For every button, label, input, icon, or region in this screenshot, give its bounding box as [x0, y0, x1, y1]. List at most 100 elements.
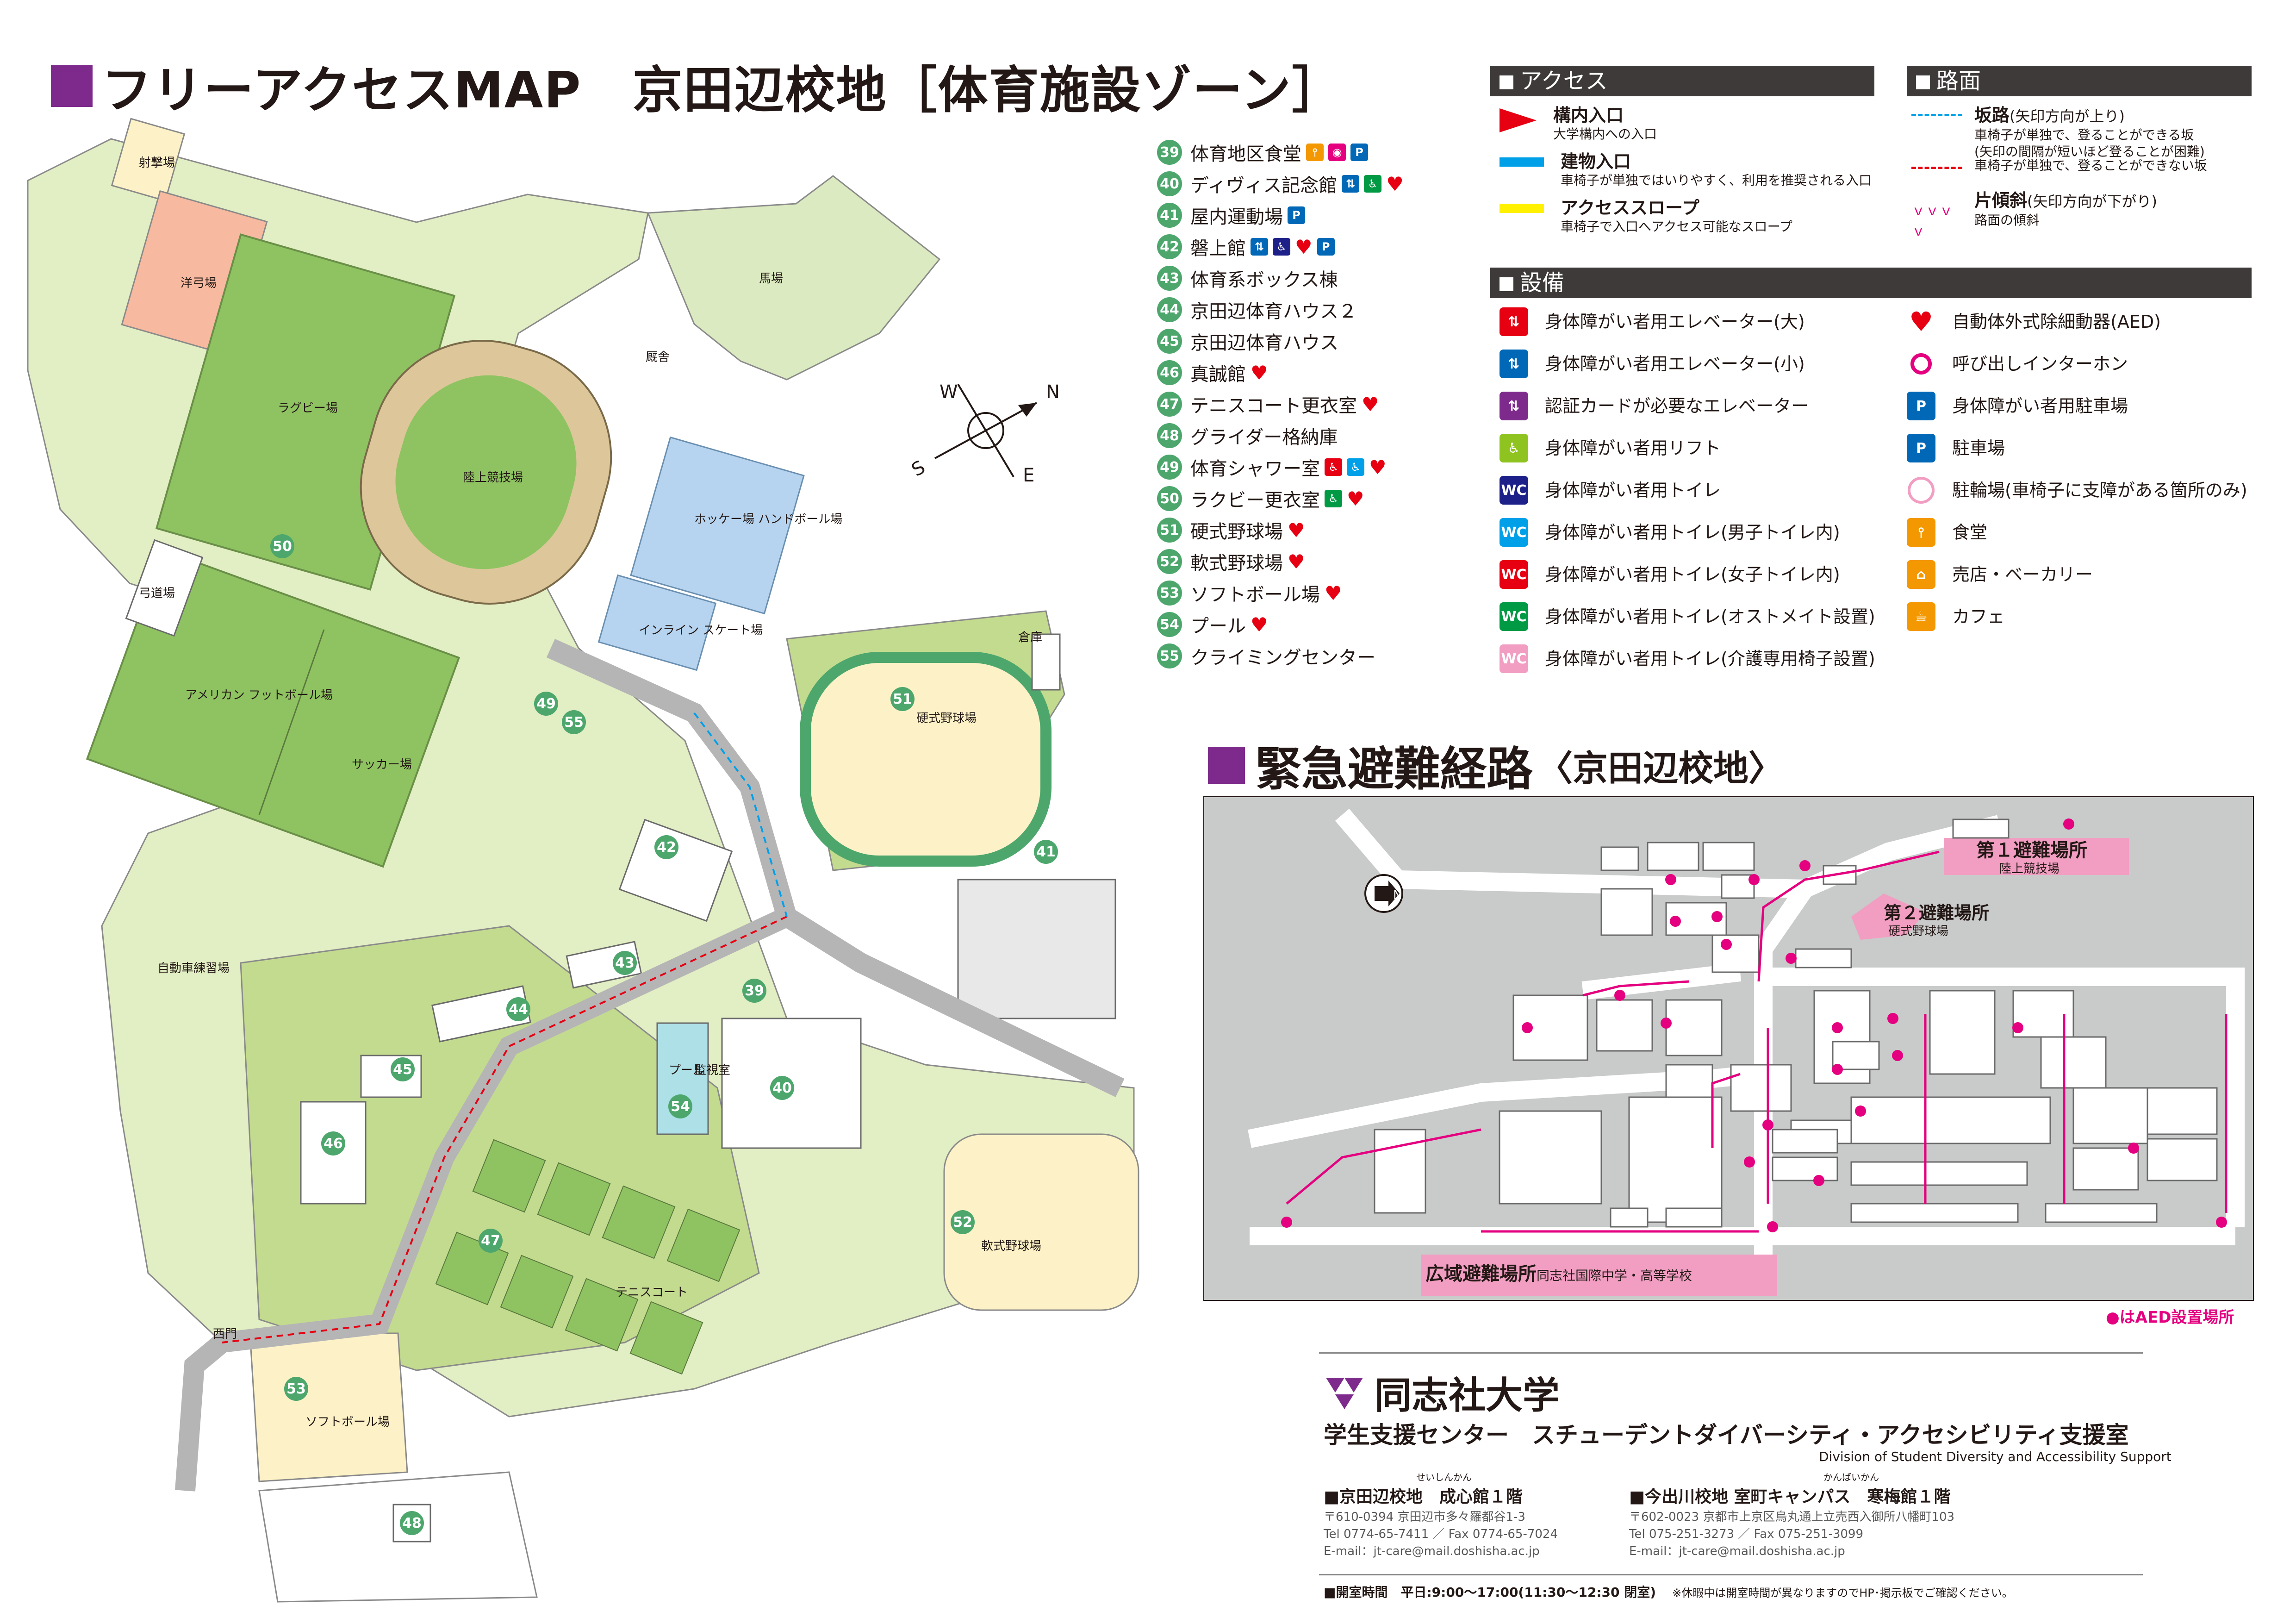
- kyotanabe-email[interactable]: E-mail：jt-care@mail.doshisha.ac.jp: [1324, 1544, 1540, 1558]
- building-name: ラクビー更衣室: [1190, 490, 1320, 511]
- svg-text:53: 53: [286, 1381, 306, 1397]
- building-42: [618, 818, 733, 922]
- evac-title-marker: [1208, 746, 1245, 784]
- svg-text:E: E: [1023, 465, 1034, 486]
- svg-text:N: N: [1393, 888, 1402, 902]
- imadegawa-heading: ■今出川校地 室町キャンパス 寒梅館１階: [1629, 1487, 1951, 1506]
- road-legend-label-suffix: (矢印方向が上り): [2010, 107, 2125, 125]
- aed-icon: ♥: [1295, 235, 1313, 258]
- building-list-item: 41 屋内運動場 P: [1157, 202, 1305, 229]
- building-number-badge: 41: [1157, 203, 1182, 228]
- aed-icon: ♥: [1251, 613, 1268, 636]
- accessible-parking-icon: P: [1350, 144, 1368, 161]
- building-number-badge: 39: [1157, 140, 1182, 165]
- aed-heart-icon: ♥: [1909, 306, 1933, 337]
- building-name: 磐上館: [1190, 238, 1246, 259]
- equipment-legend-item: ⇅身体障がい者用エレベーター(大): [1500, 307, 1805, 336]
- equipment-legend-item: ⌂売店・ベーカリー: [1907, 560, 2093, 589]
- evac-subtitle: 〈京田辺校地〉: [1537, 747, 1784, 789]
- main-title-bar: フリーアクセスMAP 京田辺校地［体育施設ゾーン］: [51, 50, 1343, 122]
- equipment-legend-item: ⇅身体障がい者用エレベーター(小): [1500, 350, 1805, 378]
- equipment-legend-item: 呼び出しインターホン: [1907, 350, 2128, 378]
- svg-text:46: 46: [324, 1136, 343, 1152]
- road-legend-item: 車椅子が単独で、登ることができない坂: [1911, 157, 2207, 174]
- equipment-legend-item: ♿身体障がい者用リフト: [1500, 434, 1721, 462]
- label-hard-baseball: 硬式野球場: [916, 712, 977, 725]
- kyotanabe-contact: せいしんかん ■京田辺校地 成心館１階 〒610-0394 京田辺市多々羅都谷1…: [1324, 1470, 1703, 1559]
- campus-map: 射撃場 洋弓場 ラグビー場 陸上競技場 馬場 厩舎 ホッケー場 ハンドボール場 …: [27, 118, 1139, 1603]
- svg-text:51: 51: [893, 691, 912, 707]
- kyotanabe-ruby: せいしんかん: [1416, 1472, 1472, 1483]
- accessible-parking-icon: P: [1317, 238, 1335, 256]
- cross-slope-mark-icon: ｖｖｖｖ: [1911, 203, 1953, 239]
- road-legend-desc: (矢印の間隔が短いほど登ることが困難): [1974, 144, 2205, 159]
- doshisha-logo-icon: [1326, 1378, 1363, 1409]
- evac-routes: [1286, 850, 2228, 1233]
- office-hours-note: ※休暇中は開室時間が異なりますのでHP･掲示板でご確認ください。: [1672, 1587, 2013, 1599]
- building-name: 真誠館: [1190, 364, 1246, 385]
- toilet-men-icon: ♿: [1347, 458, 1364, 476]
- road-legend-desc: 車椅子が単独で、登ることができない坂: [1974, 158, 2207, 173]
- building-name: ソフトボール場: [1190, 584, 1320, 606]
- compass: N S E W: [908, 381, 1060, 486]
- equipment-legend-item: ⇅認証カードが必要なエレベーター: [1500, 392, 1809, 420]
- building-number-badge: 55: [1157, 643, 1182, 668]
- kyotanabe-address: 〒610-0394 京田辺市多々羅都谷1-3: [1324, 1510, 1525, 1524]
- road-header: 路面: [1907, 66, 2252, 96]
- label-stable: 厩舎: [646, 350, 670, 364]
- equipment-legend-item: ☕カフェ: [1907, 602, 2005, 631]
- equipment-legend-label: 身体障がい者用エレベーター(小): [1545, 354, 1805, 374]
- building-name: 体育地区食堂: [1190, 144, 1301, 165]
- aed-icon: ♥: [1288, 518, 1305, 542]
- aed-icon: ♥: [1325, 581, 1342, 605]
- accessible-parking-icon: P: [1288, 206, 1305, 224]
- imadegawa-email[interactable]: E-mail：jt-care@mail.doshisha.ac.jp: [1629, 1544, 1845, 1558]
- university-logo: 同志社大学: [1324, 1366, 1560, 1419]
- equipment-legend-label: 身体障がい者用駐車場: [1952, 396, 2128, 416]
- elevator-small-icon: ⇅: [1342, 175, 1360, 193]
- aed-icon: ♥: [1369, 456, 1387, 479]
- svg-text:47: 47: [481, 1233, 500, 1249]
- building-number-badge: 52: [1157, 549, 1182, 574]
- aed-icon: ♥: [1362, 393, 1379, 416]
- football-field: [86, 549, 460, 868]
- first-evac-site: [1944, 838, 2129, 875]
- lift-icon: ♿: [1500, 434, 1528, 462]
- road-legend-desc: 車椅子が単独で、登ることができる坂: [1974, 127, 2194, 143]
- slope-arrow-icon: [1911, 167, 1962, 169]
- svg-text:45: 45: [393, 1062, 412, 1078]
- hockey-field: [630, 436, 805, 615]
- evac-title: 緊急避難経路: [1255, 742, 1533, 796]
- building-number-badge: 47: [1157, 392, 1182, 417]
- access-legend-item: 構内入口大学構内への入口: [1500, 105, 1657, 143]
- label-pool: プール: [669, 1063, 705, 1077]
- inline-rink: [597, 574, 717, 671]
- building-number-badge: 50: [1157, 486, 1182, 511]
- cafeteria-icon: ⫯: [1907, 518, 1935, 547]
- aed-note: ●はAED設置場所: [2106, 1308, 2234, 1327]
- support-center-en: Division of Student Diversity and Access…: [1819, 1449, 2172, 1464]
- access-legend-desc: 車椅子で入口へアクセス可能なスロープ: [1561, 219, 1792, 234]
- svg-text:40: 40: [772, 1080, 792, 1096]
- accessible-parking-icon: P: [1907, 392, 1935, 420]
- equipment-legend-item: ♥自動体外式除細動器(AED): [1907, 306, 2161, 337]
- wide-evac-site: [1421, 1255, 1777, 1296]
- svg-text:49: 49: [536, 696, 556, 712]
- horse-field-area: [647, 175, 941, 381]
- svg-text:広域避難場所: 広域避難場所: [1425, 1263, 1537, 1285]
- svg-text:39: 39: [745, 983, 764, 999]
- building-name: 屋内運動場: [1190, 206, 1283, 228]
- support-center-name: 学生支援センター スチューデントダイバーシティ・アクセシビリティ支援室: [1324, 1422, 2129, 1449]
